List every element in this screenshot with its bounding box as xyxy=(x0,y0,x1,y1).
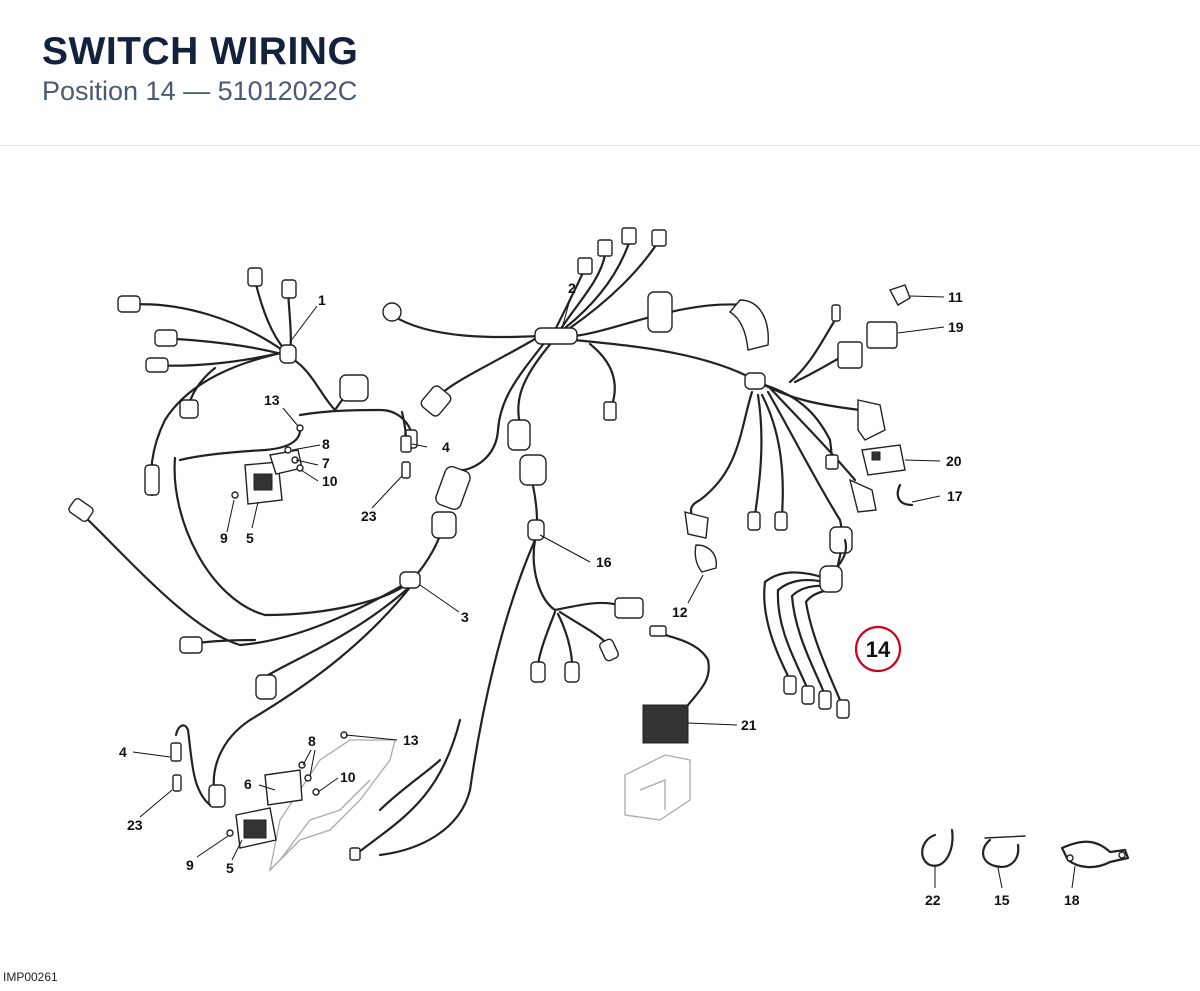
highlight-callout-14[interactable]: 14 xyxy=(854,625,902,673)
callout-8-lower: 8 xyxy=(308,733,316,749)
callout-23-lower: 23 xyxy=(127,817,143,833)
callout-13-upper: 13 xyxy=(264,392,280,408)
callout-15: 15 xyxy=(994,892,1010,908)
page-header: SWITCH WIRING Position 14 — 51012022C xyxy=(0,0,1200,146)
callout-9-lower: 9 xyxy=(186,857,194,873)
callout-23-upper: 23 xyxy=(361,508,377,524)
callout-4-lower: 4 xyxy=(119,744,127,760)
callout-labels: 1 2 3 4 4 5 5 6 7 8 8 9 9 10 10 11 12 13… xyxy=(119,280,1080,908)
callout-20: 20 xyxy=(946,453,962,469)
harness-16 xyxy=(378,454,644,857)
callout-11: 11 xyxy=(948,289,963,305)
callout-13-lower: 13 xyxy=(403,732,419,748)
callout-4-upper: 4 xyxy=(442,439,450,455)
callout-1: 1 xyxy=(318,292,326,308)
highlight-circle xyxy=(854,625,902,673)
leader-lines xyxy=(132,295,1076,889)
callout-5-lower: 5 xyxy=(226,860,234,876)
callout-2: 2 xyxy=(568,280,576,296)
callout-12: 12 xyxy=(672,604,688,620)
callout-8-upper: 8 xyxy=(322,436,330,452)
highlight-label: 14 xyxy=(866,637,891,662)
harness-2 xyxy=(382,227,769,472)
callout-6: 6 xyxy=(244,776,252,792)
image-code: IMP00261 xyxy=(3,970,58,984)
sensor-4-23 xyxy=(170,410,412,807)
clips-group xyxy=(921,828,1130,869)
page-title: SWITCH WIRING xyxy=(42,30,359,73)
callout-16: 16 xyxy=(596,554,612,570)
harness-3 xyxy=(68,408,471,808)
wiring-diagram: 1 2 3 4 4 5 5 6 7 8 8 9 9 10 10 11 12 13… xyxy=(68,227,1130,908)
callout-17: 17 xyxy=(947,488,963,504)
callout-18: 18 xyxy=(1064,892,1080,908)
callout-22: 22 xyxy=(925,892,941,908)
bracket-assembly-lower xyxy=(226,718,462,872)
callout-19: 19 xyxy=(948,319,964,335)
callout-21: 21 xyxy=(741,717,757,733)
harness-1 xyxy=(117,267,369,497)
part-14-wiring xyxy=(763,538,850,719)
callout-10-lower: 10 xyxy=(340,769,356,785)
harness-right xyxy=(684,284,914,573)
callout-7: 7 xyxy=(322,455,330,471)
page-subtitle: Position 14 — 51012022C xyxy=(42,76,358,106)
bracket-assembly-upper xyxy=(231,424,304,505)
regulator-21 xyxy=(624,625,710,821)
callout-10-upper: 10 xyxy=(322,473,338,489)
callout-5-upper: 5 xyxy=(246,530,254,546)
callout-9-upper: 9 xyxy=(220,530,228,546)
callout-3: 3 xyxy=(461,609,469,625)
